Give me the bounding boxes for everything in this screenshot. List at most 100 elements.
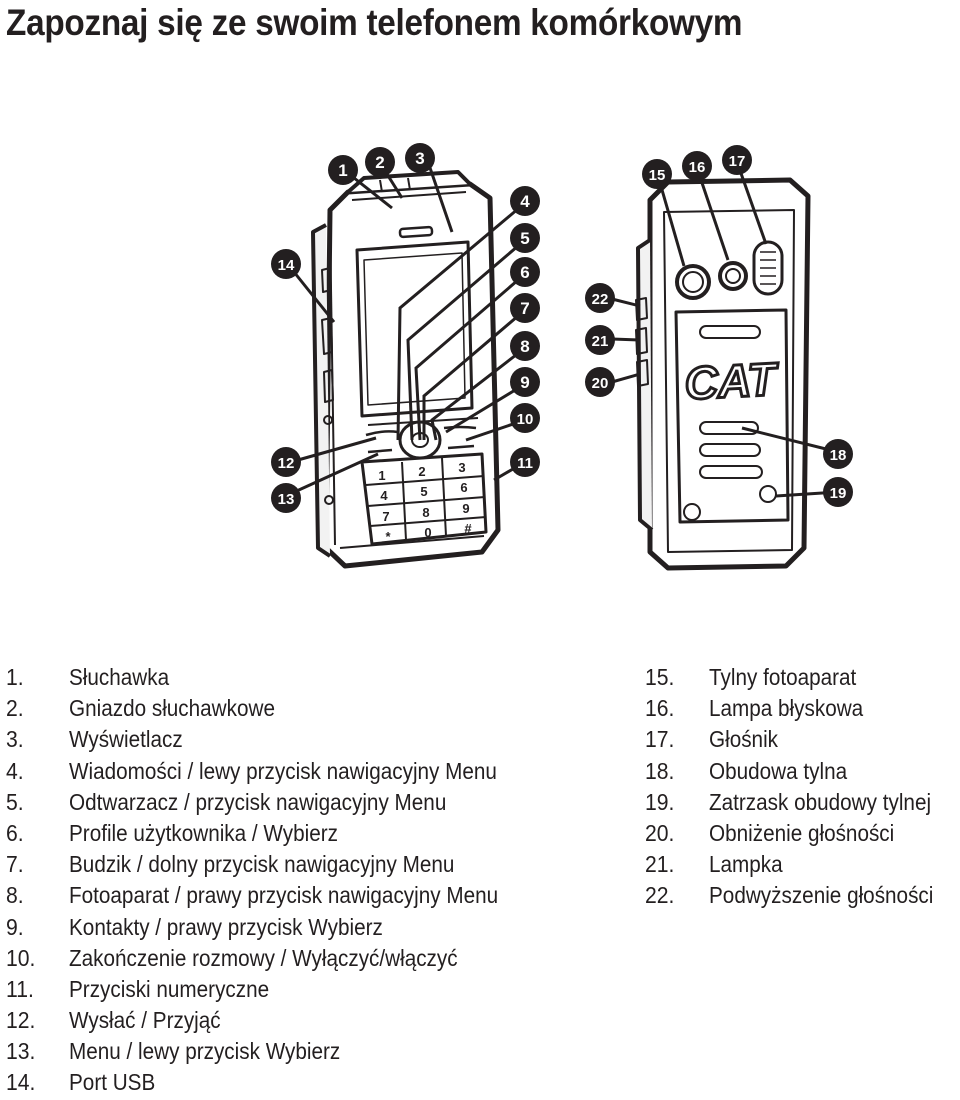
legend-number: 12. <box>6 1007 36 1034</box>
keypad-key-label: 9 <box>462 501 469 516</box>
callout-number: 4 <box>520 192 530 211</box>
callout-circle <box>510 331 540 361</box>
legend-label: Odtwarzacz / przycisk nawigacyjny Menu <box>69 788 447 815</box>
legend-number: 16. <box>645 695 675 722</box>
legend-number: 5. <box>6 788 24 815</box>
legend-label: Głośnik <box>709 726 779 753</box>
legend-label: Profile użytkownika / Wybierz <box>69 819 339 846</box>
legend-number: 13. <box>6 1038 36 1065</box>
callout-number: 6 <box>520 263 529 282</box>
callout-number: 16 <box>689 159 706 176</box>
callout-number: 18 <box>830 447 847 464</box>
callout-circle <box>510 403 540 433</box>
callout-badge: 5 <box>510 223 540 253</box>
legend-number: 9. <box>6 913 24 940</box>
leader-lines <box>288 161 839 498</box>
callout-badge: 6 <box>510 257 540 287</box>
legend-label: Kontakty / prawy przycisk Wybierz <box>69 913 383 940</box>
callout-number: 7 <box>520 299 529 318</box>
callout-badge: 22 <box>585 283 615 313</box>
legend-label: Wiadomości / lewy przycisk nawigacyjny M… <box>69 757 497 784</box>
legend-number: 4. <box>6 757 24 784</box>
legend-label: Gniazdo słuchawkowe <box>69 695 275 722</box>
keypad-key-label: 6 <box>460 480 467 495</box>
keypad-key-label: 8 <box>422 505 429 520</box>
callout-badge: 12 <box>271 447 301 477</box>
legend-label: Słuchawka <box>69 664 170 690</box>
callout-circle <box>585 325 615 355</box>
legend-number: 1. <box>6 664 24 690</box>
callout-badge: 15 <box>642 159 672 189</box>
legend-number: 18. <box>645 757 675 784</box>
callout-badge: 3 <box>405 143 435 173</box>
callout-badge: 10 <box>510 403 540 433</box>
keypad-key-label: 1 <box>378 468 385 483</box>
callout-badge: 9 <box>510 367 540 397</box>
callout-number: 5 <box>520 229 529 248</box>
keypad-key-label: 4 <box>380 488 388 503</box>
callout-circle <box>510 447 540 477</box>
legend-label: Zatrzask obudowy tylnej <box>709 788 932 815</box>
keypad-key-label: * <box>385 529 391 544</box>
callout-circle <box>585 367 615 397</box>
callout-badge: 1 <box>328 155 358 185</box>
callout-circle <box>823 477 853 507</box>
callout-badge: 14 <box>271 249 301 279</box>
callout-number: 10 <box>517 411 534 428</box>
page-title: Zapoznaj się ze swoim telefonem komórkow… <box>6 2 743 43</box>
keypad <box>360 452 488 546</box>
callout-badge: 8 <box>510 331 540 361</box>
keypad-key-label: 0 <box>424 525 431 540</box>
keypad-key-label: # <box>464 521 472 536</box>
callout-badge: 16 <box>682 151 712 181</box>
callout-number: 17 <box>729 153 746 170</box>
legend-number: 2. <box>6 695 24 722</box>
legend-number: 19. <box>645 788 675 815</box>
callout-number: 21 <box>592 333 609 350</box>
callout-badge: 18 <box>823 439 853 469</box>
legend-number: 8. <box>6 882 24 909</box>
legend-label: Wysłać / Przyjąć <box>69 1007 221 1034</box>
legend-label: Podwyższenie głośności <box>709 882 934 909</box>
legend-label: Obniżenie głośności <box>709 819 895 846</box>
callout-number: 20 <box>592 375 609 392</box>
callout-circle <box>405 143 435 173</box>
legend-label: Fotoaparat / prawy przycisk nawigacyjny … <box>69 882 499 909</box>
cat-logo: CAT <box>683 352 781 409</box>
keypad-key-label: 7 <box>382 509 389 524</box>
callout-circle <box>510 186 540 216</box>
callout-circle <box>271 447 301 477</box>
callout-number: 15 <box>649 167 666 184</box>
callout-circle <box>722 145 752 175</box>
legend-label: Lampka <box>709 851 783 878</box>
callout-badge: 11 <box>510 447 540 477</box>
callout-circle <box>510 293 540 323</box>
callout-circle <box>271 483 301 513</box>
callout-badge: 2 <box>365 147 395 177</box>
legend-label: Budzik / dolny przycisk nawigacyjny Menu <box>69 851 455 878</box>
callout-number: 11 <box>517 455 533 472</box>
callout-number: 2 <box>375 153 384 172</box>
phone-back <box>635 177 811 571</box>
callout-circle <box>682 151 712 181</box>
legend-number: 10. <box>6 944 36 971</box>
callout-circle <box>585 283 615 313</box>
callout-number: 3 <box>415 149 424 168</box>
legend-label: Obudowa tylna <box>709 757 848 784</box>
legend-number: 3. <box>6 726 24 753</box>
callout-number: 22 <box>592 291 609 308</box>
legend-number: 15. <box>645 664 675 690</box>
callout-circle <box>510 257 540 287</box>
legend-label: Lampa błyskowa <box>709 695 864 722</box>
legend-label: Zakończenie rozmowy / Wyłączyć/włączyć <box>69 944 458 971</box>
callout-circle <box>642 159 672 189</box>
legend-number: 22. <box>645 882 675 909</box>
legend-label: Tylny fotoaparat <box>709 664 857 690</box>
callout-circle <box>510 223 540 253</box>
legend-label: Port USB <box>69 1069 156 1096</box>
callout-circle <box>365 147 395 177</box>
callout-circle <box>271 249 301 279</box>
legend-number: 17. <box>645 726 675 753</box>
